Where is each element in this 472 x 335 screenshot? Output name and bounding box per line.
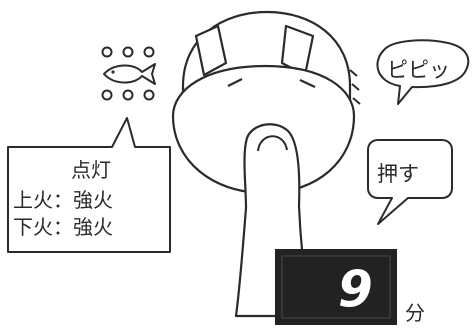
callout-box [7,117,171,253]
upper-heat-setting: 上火：強火 [13,188,113,212]
indicator-lamps [101,46,155,101]
timer-digit: 9 [338,260,373,318]
lower-heat-setting: 下火：強火 [13,215,113,239]
knob-ticks [349,69,361,105]
timer-unit: 分 [405,301,425,325]
beep-text: ピピッ [387,58,450,82]
fish-icon [103,63,156,85]
speech-bubble-beep [376,39,470,105]
press-text: 押す [377,162,419,186]
fingernail [257,135,288,152]
speech-bubble-press [367,139,453,225]
callout-title: 点灯 [71,158,111,182]
timer-display [275,249,397,325]
